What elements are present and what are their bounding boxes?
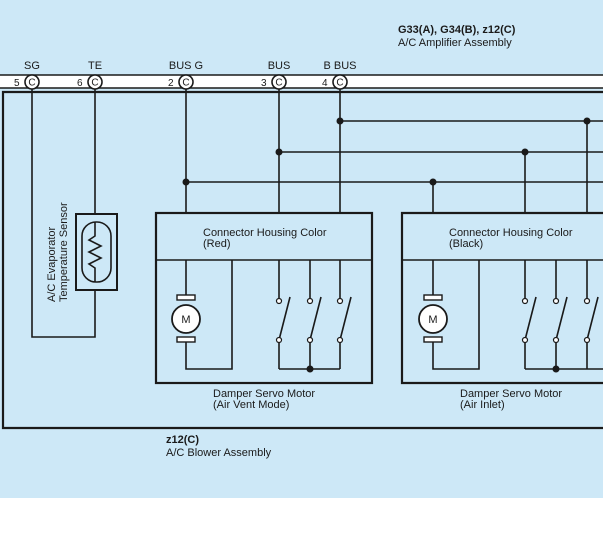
pin-circle-te: C — [87, 74, 103, 90]
thermistor-body — [81, 221, 112, 283]
motor-icon — [418, 304, 448, 334]
servo-left-motor-wires — [185, 260, 233, 370]
amplifier-connector-strip — [0, 74, 603, 89]
switch-1-blade — [278, 296, 291, 341]
terminal-label-sg: SG — [24, 60, 40, 72]
servo-left-housing-line1: Connector Housing Color — [203, 227, 327, 239]
servo-right-housing-line2: (Black) — [449, 238, 483, 250]
evaporator-temperature-sensor — [75, 213, 118, 291]
motor-terminal-bottom — [423, 336, 443, 343]
pin-circle-b-bus: C — [332, 74, 348, 90]
switch-3-blade — [339, 296, 352, 341]
motor-terminal-top — [423, 294, 443, 301]
motor-symbol: M — [428, 314, 437, 326]
motor-terminal-top — [176, 294, 196, 301]
servo-left-housing-line2: (Red) — [203, 238, 231, 250]
sensor-label-line2: Temperature Sensor — [58, 202, 70, 302]
wire-junction-dots — [182, 117, 591, 186]
amplifier-title: G33(A), G34(B), z12(C) — [398, 24, 516, 36]
connector-strip-fill — [0, 75, 603, 88]
svg-text:C: C — [91, 78, 98, 89]
servo-left-name-line2: (Air Vent Mode) — [213, 399, 289, 411]
pin-number-3: 3 — [261, 78, 267, 89]
thermistor-icon — [87, 222, 103, 282]
servo-motor-air-vent-mode: M — [154, 211, 374, 385]
motor-icon — [171, 304, 201, 334]
pin-number-2: 2 — [168, 78, 174, 89]
switch-2-blade — [555, 296, 568, 341]
pin-circle-bus: C — [271, 74, 287, 90]
svg-text:C: C — [182, 78, 189, 89]
terminal-label-bus: BUS — [268, 60, 291, 72]
motor-symbol: M — [181, 314, 190, 326]
svg-text:C: C — [336, 78, 343, 89]
terminal-label-b-bus: B BUS — [323, 60, 356, 72]
pin-number-5: 5 — [14, 78, 20, 89]
wire-sg-loop — [31, 89, 96, 338]
terminal-label-te: TE — [88, 60, 102, 72]
svg-text:C: C — [275, 78, 282, 89]
blower-assembly-box — [1, 90, 603, 430]
terminal-label-bus-g: BUS G — [169, 60, 203, 72]
servo-right-name-line1: Damper Servo Motor — [460, 388, 562, 400]
blower-name: A/C Blower Assembly — [166, 447, 272, 459]
amplifier-name: A/C Amplifier Assembly — [398, 37, 512, 49]
pin-circle-bus-g: C — [178, 74, 194, 90]
servo-motor-air-inlet: M — [400, 211, 603, 385]
sensor-label-line1: A/C Evaporator — [46, 226, 58, 302]
servo-right-name-line2: (Air Inlet) — [460, 399, 505, 411]
servo-right-housing-line1: Connector Housing Color — [449, 227, 573, 239]
pin-number-6: 6 — [77, 78, 83, 89]
motor-terminal-bottom — [176, 336, 196, 343]
switch-3-blade — [586, 296, 599, 341]
pin-number-4: 4 — [322, 78, 328, 89]
pin-circle-sg: C — [24, 74, 40, 90]
servo-left-name-line1: Damper Servo Motor — [213, 388, 315, 400]
servo-right-box — [400, 211, 603, 385]
sensor-outer-box — [75, 213, 118, 291]
blower-title: z12(C) — [166, 434, 199, 446]
svg-text:C: C — [28, 78, 35, 89]
servo-right-motor-wires — [432, 260, 480, 370]
switch-2-blade — [309, 296, 322, 341]
servo-left-box — [154, 211, 374, 385]
switch-1-blade — [524, 296, 537, 341]
